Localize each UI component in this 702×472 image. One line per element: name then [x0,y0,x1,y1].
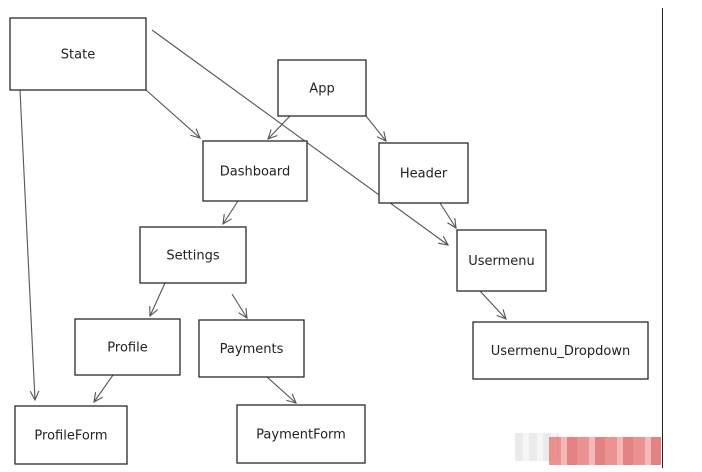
node-state: State [9,17,147,91]
node-box [139,226,247,284]
arrowhead-icon [286,393,297,404]
node-box [456,229,547,292]
edge-line [267,115,291,140]
arrowhead-icon [29,390,40,402]
node-box [198,319,305,378]
node-box [74,318,181,376]
arrowhead-icon [447,218,457,230]
node-label: Header [400,167,448,182]
edge-line [149,282,166,317]
arrowhead-icon [149,305,159,318]
edge-settings-to-profile [149,282,166,318]
edge-dashboard-to-settings [222,200,239,226]
node-box [9,17,147,91]
node-label: Payments [220,342,284,357]
edge-line [439,202,457,229]
node-app: App [277,59,367,117]
node-box [236,404,366,464]
edge-line [19,89,36,401]
arrowhead-icon [238,307,248,320]
edge-line [365,115,387,142]
watermark-red-block [549,437,661,465]
node-label: PaymentForm [256,428,346,443]
edges-layer [19,29,507,404]
watermark-image [515,427,675,469]
node-usermenu: Usermenu [456,229,547,292]
arrowhead-icon [190,128,201,139]
edge-state-to-dashboard [145,89,201,139]
node-payments: Payments [198,319,305,378]
arrowhead-icon [93,392,104,404]
edge-header-to-usermenu [439,202,457,230]
node-box [472,321,649,380]
edge-settings-to-payments [231,293,248,320]
node-box [277,59,367,117]
node-box [202,140,308,202]
node-dashboard: Dashboard [202,140,308,202]
node-header: Header [378,142,469,204]
node-settings: Settings [139,226,247,284]
arrowhead-icon [376,131,387,142]
node-profileform: ProfileForm [14,405,128,465]
edge-line [93,374,114,403]
node-usermenu_dropdown: Usermenu_Dropdown [472,321,649,380]
node-label: Settings [166,249,220,264]
edge-line [222,200,239,225]
edge-line [145,89,201,139]
node-label: ProfileForm [34,429,107,444]
edge-line [151,29,449,246]
edge-state-to-usermenu [151,29,450,246]
edge-profile-to-profileform [93,374,114,404]
arrowhead-icon [496,309,507,320]
node-paymentform: PaymentForm [236,404,366,464]
arrowhead-icon [438,235,450,246]
edge-usermenu-to-usermenu_dropdown [479,290,507,320]
edge-line [231,293,248,319]
edge-line [479,290,507,320]
node-profile: Profile [74,318,181,376]
node-label: Dashboard [220,165,291,180]
edge-app-to-dashboard [267,115,291,140]
node-label: Usermenu [468,254,535,269]
arrowhead-icon [267,129,278,140]
node-label: Profile [107,341,147,356]
node-label: State [61,48,95,63]
edge-line [266,376,297,404]
node-label: App [309,82,334,97]
right-border-line [662,8,663,468]
edge-state-to-profileform [19,89,40,402]
node-box [378,142,469,204]
edge-app-to-header [365,115,387,142]
node-box [14,405,128,465]
edge-payments-to-paymentform [266,376,297,404]
arrowhead-icon [222,214,232,226]
node-label: Usermenu_Dropdown [491,344,630,359]
